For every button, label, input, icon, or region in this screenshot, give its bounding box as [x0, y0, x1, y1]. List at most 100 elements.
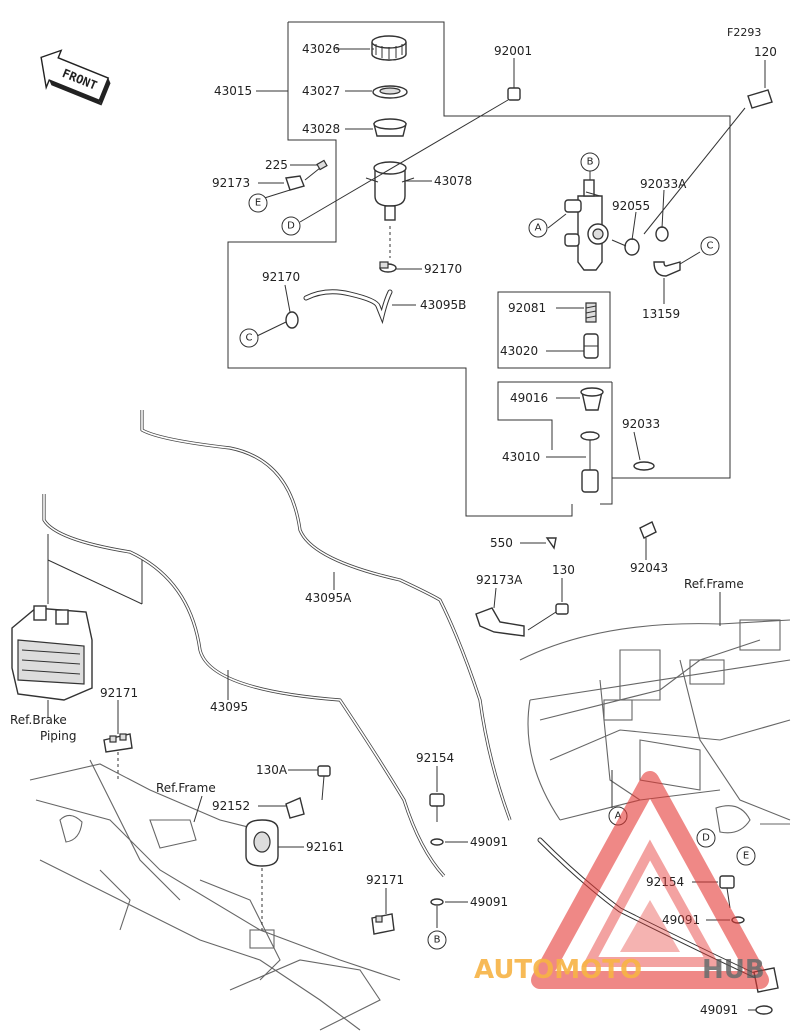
ref-brake-piping-line2: Piping [40, 729, 76, 743]
cotter-pin-550 [545, 537, 557, 550]
reservoir-cap-43026 [371, 35, 407, 61]
svg-text:C: C [246, 333, 253, 344]
label-92173: 92173 [212, 176, 250, 190]
bracket-92173 [285, 175, 305, 191]
plate-43027 [372, 85, 408, 99]
callout-D-frame: D [696, 828, 716, 848]
washer-49091-right-2 [755, 1005, 773, 1015]
label-43026: 43026 [302, 42, 340, 56]
callout-B-master-cylinder: B [580, 152, 600, 172]
ref-frame-right: Ref.Frame [684, 577, 744, 591]
label-92154-center: 92154 [416, 751, 454, 765]
watermark-text-automoto: AUTOMOTO [474, 955, 642, 985]
group-outline-master-cylinder [227, 21, 731, 517]
bracket-92173A [475, 607, 525, 637]
diaphragm-43028 [373, 118, 407, 137]
label-43095: 43095 [210, 700, 248, 714]
push-rod-43010 [580, 431, 600, 493]
label-92170-upper: 92170 [424, 262, 462, 276]
svg-text:E: E [743, 851, 749, 862]
circlip-92033 [633, 461, 655, 471]
master-cylinder-body [564, 179, 609, 271]
svg-text:D: D [702, 833, 710, 844]
ref-frame-left: Ref.Frame [156, 781, 216, 795]
label-92154-right: 92154 [646, 875, 684, 889]
svg-text:C: C [707, 241, 714, 252]
bolt-92001 [507, 58, 521, 101]
label-43095B: 43095B [420, 298, 466, 312]
label-49091-right-1: 49091 [662, 913, 700, 927]
label-92171-lower: 92171 [366, 873, 404, 887]
label-130: 130 [552, 563, 575, 577]
bolt-120 [747, 60, 773, 109]
banjo-bolt-92154-right [719, 875, 735, 909]
svg-text:D: D [287, 221, 295, 232]
callout-E-frame: E [736, 846, 756, 866]
brake-hose-right [537, 837, 763, 981]
label-43015: 43015 [214, 84, 252, 98]
bolt-130A [317, 765, 331, 801]
washer-49091-center-2 [430, 898, 444, 906]
diagram-code: F2293 [727, 26, 761, 39]
svg-text:B: B [587, 157, 594, 168]
screw-225 [304, 159, 328, 181]
o-ring-92055 [624, 238, 640, 256]
clamp-92170-upper [379, 261, 397, 273]
label-550: 550 [490, 536, 513, 550]
spring-92081 [585, 302, 597, 323]
watermark-text-hub: HUB [702, 955, 765, 985]
piston-43020 [583, 333, 599, 359]
svg-text:E: E [255, 198, 261, 209]
label-49091-center-2: 49091 [470, 895, 508, 909]
label-49016: 49016 [510, 391, 548, 405]
reservoir-tank-43078 [365, 161, 415, 221]
clamp-92170-lower [285, 311, 299, 329]
o-ring-92033A [655, 226, 669, 242]
hose-fitting-13159 [653, 261, 681, 277]
label-43028: 43028 [302, 122, 340, 136]
watermark-logo: AUTOMOTO HUB [474, 771, 769, 989]
label-225: 225 [265, 158, 288, 172]
frame-right [519, 619, 791, 834]
label-43095A: 43095A [305, 591, 352, 605]
label-43010: 43010 [502, 450, 540, 464]
callout-E-bracket: E [248, 193, 268, 213]
boot-49016 [580, 387, 604, 411]
svg-text:A: A [615, 811, 622, 822]
label-92161: 92161 [306, 840, 344, 854]
label-92152: 92152 [212, 799, 250, 813]
collar-92152 [285, 797, 305, 819]
label-13159: 13159 [642, 307, 680, 321]
label-130A: 130A [256, 763, 288, 777]
callout-A-master-cylinder: A [528, 218, 548, 238]
label-43020: 43020 [500, 344, 538, 358]
label-92173A: 92173A [476, 573, 523, 587]
label-92055: 92055 [612, 199, 650, 213]
callout-C-hose: C [239, 328, 259, 348]
grommet-92161 [245, 819, 279, 867]
washer-49091-center-1 [430, 838, 444, 846]
label-43027: 43027 [302, 84, 340, 98]
brake-pipe-43095A [140, 410, 512, 821]
front-direction-arrow: FRONT [40, 49, 111, 106]
callout-D-reservoir: D [281, 216, 301, 236]
label-92043: 92043 [630, 561, 668, 575]
svg-text:B: B [434, 935, 441, 946]
pin-92043 [639, 521, 657, 539]
callout-C-fitting: C [700, 236, 720, 256]
label-120: 120 [754, 45, 777, 59]
label-49091-center-1: 49091 [470, 835, 508, 849]
bolt-130 [555, 603, 569, 615]
abs-unit [11, 605, 93, 701]
group-box-49016-43010 [497, 381, 612, 450]
label-92001: 92001 [494, 44, 532, 58]
label-49091-right-2: 49091 [700, 1003, 738, 1017]
label-43078: 43078 [434, 174, 472, 188]
ref-brake-piping-line1: Ref.Brake [10, 713, 67, 727]
brake-pipe-43095 [42, 494, 446, 878]
label-92033: 92033 [622, 417, 660, 431]
label-92171-upper: 92171 [100, 686, 138, 700]
label-92033A: 92033A [640, 177, 687, 191]
clip-92171-lower [371, 913, 395, 935]
